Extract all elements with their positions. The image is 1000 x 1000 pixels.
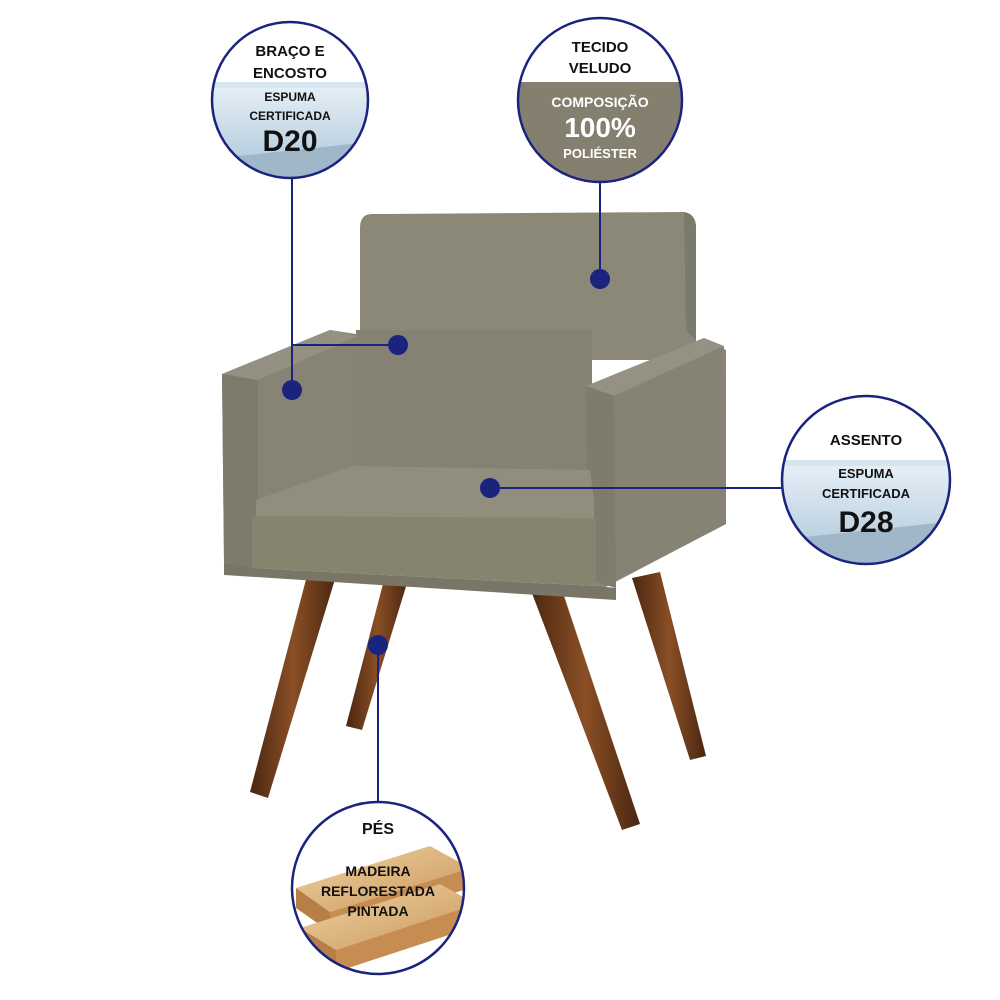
fabric-title-1: TECIDO: [572, 39, 629, 56]
feet-desc-3: PINTADA: [347, 903, 408, 919]
marker-dots: [282, 269, 610, 655]
fabric-desc-1: COMPOSIÇÃO: [551, 93, 648, 110]
wood-planks-icon: [296, 846, 464, 972]
arm-back-desc-2: CERTIFICADA: [249, 109, 331, 123]
chair-seat: [256, 466, 594, 520]
marker-dot-fabric: [590, 269, 610, 289]
armchair-illustration: [222, 212, 726, 830]
callout-feet: PÉS MADEIRA REFLORESTADA PINTADA: [290, 800, 466, 976]
marker-dot-seat: [480, 478, 500, 498]
arm-back-desc-1: ESPUMA: [264, 90, 316, 104]
chair-legs: [250, 572, 706, 830]
connector-lines: [291, 178, 782, 802]
seat-desc-2: CERTIFICADA: [822, 486, 911, 501]
callout-fabric: TECIDO VELUDO COMPOSIÇÃO 100% POLIÉSTER: [516, 16, 684, 184]
arm-back-title-2: ENCOSTO: [253, 65, 327, 82]
arm-back-code: D20: [262, 125, 317, 158]
seat-desc-1: ESPUMA: [838, 466, 894, 481]
leg-front-right: [530, 584, 640, 830]
chair-backrest: [360, 212, 696, 360]
seat-code: D28: [838, 506, 893, 539]
marker-dot-backrest: [388, 335, 408, 355]
callout-arm-back: BRAÇO E ENCOSTO ESPUMA CERTIFICADA D20: [210, 20, 370, 180]
fabric-percent: 100%: [564, 112, 636, 143]
fabric-title-2: VELUDO: [569, 60, 632, 77]
marker-dot-feet: [368, 635, 388, 655]
callout-seat: ASSENTO ESPUMA CERTIFICADA D28: [780, 394, 952, 566]
leg-front-left: [250, 572, 336, 798]
arm-back-title-1: BRAÇO E: [255, 43, 324, 60]
feet-title: PÉS: [362, 819, 394, 838]
feet-desc-1: MADEIRA: [345, 863, 410, 879]
marker-dot-arm: [282, 380, 302, 400]
fabric-desc-2: POLIÉSTER: [563, 146, 637, 161]
leg-back-right: [632, 572, 706, 760]
feet-desc-2: REFLORESTADA: [321, 883, 435, 899]
seat-title: ASSENTO: [830, 432, 903, 449]
